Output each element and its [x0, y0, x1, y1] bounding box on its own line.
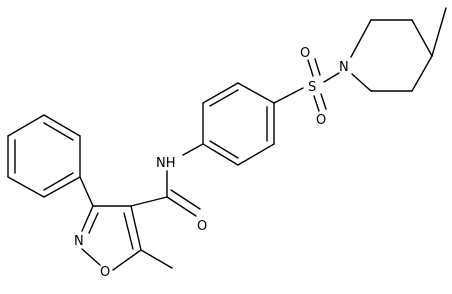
- atom-label-isoxazole-oxygen: O: [100, 265, 110, 280]
- atom-label-amide-oxygen: O: [197, 219, 207, 234]
- nh-aryl-bond: [182, 143, 204, 156]
- aryl-sulfur-bond: [273, 87, 304, 104]
- amide-group: [130, 170, 201, 217]
- piperidine-ring: [350, 19, 433, 92]
- atom-label-isoxazole-nitrogen: N: [74, 234, 84, 249]
- phenyl-ring: [7, 114, 81, 198]
- atom-label-sulfonyl-oxygen-bottom: O: [316, 113, 326, 128]
- isoxazole-methyl-bond: [140, 249, 173, 269]
- phenylene-ring: [202, 82, 275, 166]
- isoxazole-ring: [81, 205, 142, 271]
- piperidine-methyl-bond: [431, 7, 447, 57]
- atom-label-sulfur: S: [308, 80, 316, 95]
- phenyl-isoxazole-bond: [79, 176, 94, 207]
- atom-label-nh: NH: [156, 156, 176, 171]
- atom-label-sulfonyl-oxygen-top: O: [300, 46, 310, 61]
- atom-label-piperidine-nitrogen: N: [339, 60, 349, 75]
- sulfonyl-group: [307, 58, 340, 112]
